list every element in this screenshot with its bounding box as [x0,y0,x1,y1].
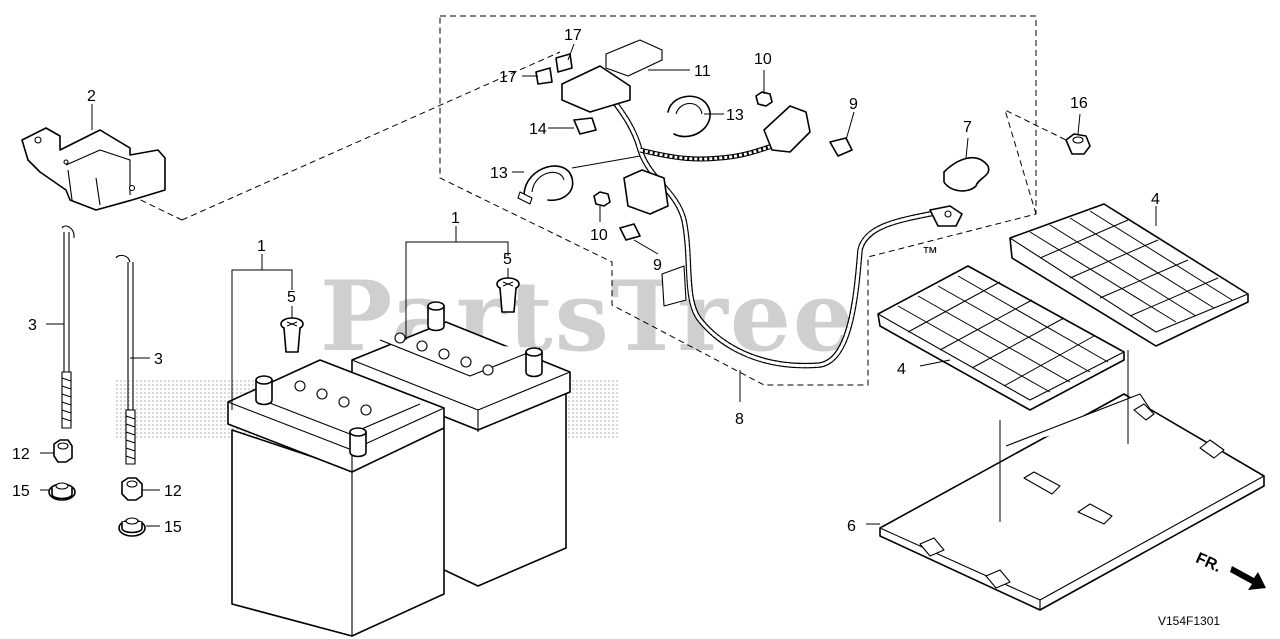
nut-12-left [53,439,73,463]
callout-3-left: 3 [28,317,37,334]
callout-17-top: 17 [564,27,582,44]
nut-10-lower [593,191,611,207]
callout-2: 2 [87,88,96,105]
callout-15-left: 15 [12,483,30,500]
battery-grid-4-rear [1009,203,1249,347]
callout-15-right: 15 [164,519,182,536]
callout-4-upper: 4 [1151,191,1160,208]
terminal-cover-5-right [496,277,520,313]
diagram-code: V154F1301 [1158,614,1220,628]
terminal-cover-5-left [280,317,304,353]
callout-7: 7 [963,119,972,136]
hold-rod-right [115,254,136,465]
connector-17-right [555,53,573,73]
clamp-13-upper [667,95,711,138]
nut-12-right [121,477,143,501]
callout-12-left: 12 [12,446,30,463]
terminal-cover-7 [943,156,990,192]
callout-6: 6 [847,518,856,535]
leader-lines [40,43,1157,527]
callout-1-rear: 1 [451,210,460,227]
trademark-symbol: ™ [922,245,938,262]
callout-numbers: 2 3 3 12 15 12 15 1 1 5 5 17 17 11 14 13… [12,27,1160,536]
battery-grid-4-front [877,265,1125,411]
bolt-9-upper [829,137,853,157]
callout-16: 16 [1070,95,1088,112]
clip-14 [573,117,597,135]
front-direction-arrow: FR. [1193,550,1266,590]
nut-16 [1065,133,1091,155]
callout-9-upper: 9 [849,96,858,113]
flange-nut-15-left [48,482,76,501]
callout-12-right: 12 [164,483,182,500]
flange-nut-15-right [118,517,146,537]
callout-11: 11 [694,63,711,80]
connector-17-left [535,67,553,85]
harness-group-boundary [119,15,1067,386]
nut-10-upper [755,91,773,107]
callout-17-left: 17 [499,69,517,86]
battery-rear [351,301,571,587]
clamp-13-lower [517,165,574,205]
callout-13-upper: 13 [726,107,744,124]
battery-hold-bracket [21,127,166,211]
callout-14: 14 [529,121,547,138]
callout-10-lower: 10 [590,227,608,244]
callout-10-upper: 10 [754,51,772,68]
battery-cable-harness [561,39,963,369]
battery-tray-6 [879,393,1265,611]
callout-8: 8 [735,411,744,428]
callout-4-lower: 4 [897,361,906,378]
callout-1-front: 1 [257,238,266,255]
battery-front [227,359,445,637]
callout-5-right: 5 [503,251,512,268]
callout-5-left: 5 [287,289,296,306]
callout-13-lower: 13 [490,165,508,182]
callout-9-lower: 9 [653,257,662,274]
callout-3-right: 3 [154,351,163,368]
direction-label: FR. [1193,550,1223,576]
hold-rod-left [61,225,75,429]
bolt-9-lower [619,223,641,241]
